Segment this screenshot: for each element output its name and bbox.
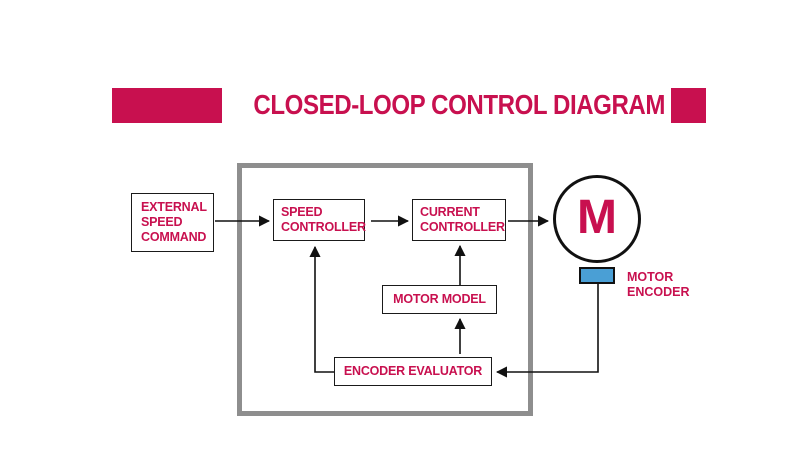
motor-icon: M: [553, 175, 641, 263]
motor-symbol: M: [577, 191, 617, 244]
encoder-evaluator-label: ENCODER EVALUATOR: [343, 364, 483, 378]
title-bar-right: [671, 88, 706, 123]
external-speed-command-label: EXTERNAL SPEED COMMAND: [141, 200, 207, 244]
current-controller-label: CURRENT CONTROLLER: [420, 205, 505, 234]
title-bar-left: [112, 88, 222, 123]
motor-model-block: MOTOR MODEL: [382, 285, 497, 314]
speed-controller-label: SPEED CONTROLLER: [281, 205, 366, 234]
current-controller-block: CURRENT CONTROLLER: [412, 199, 506, 241]
feedback-evaluator-to-speed: [309, 245, 334, 373]
diagram-title: CLOSED-LOOP CONTROL DIAGRAM: [253, 89, 666, 120]
feedback-encoder-to-evaluator: [495, 284, 599, 378]
speed-controller-block: SPEED CONTROLLER: [273, 199, 366, 241]
motor-encoder-label: MOTOR ENCODER: [627, 270, 690, 299]
external-speed-command-block: EXTERNAL SPEED COMMAND: [131, 193, 214, 252]
encoder-icon: [579, 267, 615, 284]
encoder-evaluator-block: ENCODER EVALUATOR: [334, 357, 492, 386]
motor-model-label: MOTOR MODEL: [393, 292, 486, 306]
controller-frame: [237, 163, 533, 416]
